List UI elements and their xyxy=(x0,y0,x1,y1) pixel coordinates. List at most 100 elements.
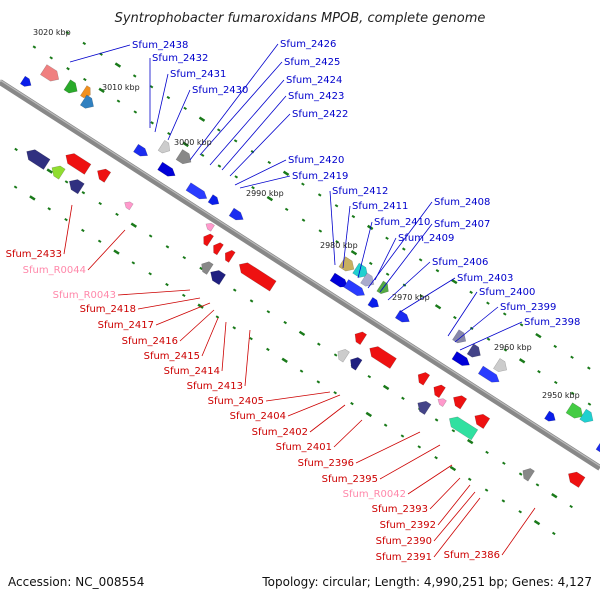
label-leader xyxy=(287,394,341,417)
gene-arrow xyxy=(157,139,171,154)
gene-shape xyxy=(452,329,467,344)
ruler-tick xyxy=(81,228,85,233)
label-leader xyxy=(407,464,453,495)
ruler-tick xyxy=(518,358,526,364)
ruler-tick xyxy=(486,301,490,305)
label-leader xyxy=(179,309,215,342)
gene-arrow xyxy=(213,242,224,256)
ruler-tick xyxy=(535,332,542,339)
gene-arrow xyxy=(40,64,60,82)
gene-arrow xyxy=(452,329,467,344)
ruler-tick xyxy=(98,201,102,206)
gene-shape xyxy=(354,331,368,345)
gene-arrow xyxy=(449,416,479,441)
ruler-tick xyxy=(200,153,205,157)
map-title: Syntrophobacter fumaroxidans MPOB, compl… xyxy=(115,11,486,26)
gene-arrow xyxy=(97,168,112,183)
gene-arrow xyxy=(451,351,470,366)
ruler-tick xyxy=(64,217,68,222)
ruler-tick xyxy=(149,85,154,89)
gene-label: Sfum_2425 xyxy=(284,57,340,68)
ruler-tick xyxy=(165,282,169,287)
gene-label: Sfum_2398 xyxy=(524,317,580,328)
ruler-tick xyxy=(434,304,442,310)
gene-arrow xyxy=(69,179,85,195)
gene-shape xyxy=(595,441,600,454)
ruler-tick xyxy=(333,353,338,357)
ruler-tick xyxy=(350,401,354,406)
ruler-tick xyxy=(518,510,522,514)
ruler-tick xyxy=(132,74,137,78)
gene-arrow xyxy=(493,358,508,373)
gene-shape xyxy=(474,413,491,429)
gene-label: Sfum_2417 xyxy=(98,320,154,331)
ruler-tick xyxy=(83,77,87,82)
ruler-tick xyxy=(434,418,439,422)
gene-shape xyxy=(417,400,432,415)
ruler-tick xyxy=(64,180,69,184)
label-leader xyxy=(221,321,227,372)
gene-shape xyxy=(205,222,215,232)
gene-arrow xyxy=(225,249,236,263)
gene-label: Sfum_2422 xyxy=(292,109,348,120)
gene-label: Sfum_2407 xyxy=(434,219,490,230)
gene-shape xyxy=(394,309,410,323)
gene-arrow xyxy=(376,280,389,295)
gene-arrow xyxy=(203,233,214,247)
gene-arrow xyxy=(350,357,363,371)
ruler-tick xyxy=(281,357,288,363)
ruler-tick xyxy=(519,323,524,327)
ruler-tick xyxy=(553,380,558,385)
gene-shape xyxy=(157,161,176,177)
ruler-tick xyxy=(46,168,53,174)
gene-arrow xyxy=(474,413,491,429)
label-leader xyxy=(379,444,441,480)
gene-label: Sfum_2390 xyxy=(376,536,432,547)
gene-arrow xyxy=(210,270,226,286)
gene-shape xyxy=(565,402,584,419)
ruler-tick xyxy=(535,483,540,487)
gene-label: Sfum_2386 xyxy=(444,550,500,561)
label-leader xyxy=(433,497,481,558)
ruler-tick xyxy=(334,204,339,208)
gene-label: Sfum_2410 xyxy=(374,217,430,228)
ruler-tick xyxy=(402,247,406,251)
ruler-tick xyxy=(570,355,574,359)
gene-label: Sfum_2402 xyxy=(252,427,308,438)
label-leader xyxy=(117,289,191,296)
gene-shape xyxy=(449,416,479,441)
ruler-tick xyxy=(283,320,288,325)
ruler-tick xyxy=(418,258,423,262)
kbp-marker: 2990 kbp xyxy=(246,189,284,198)
gene-label: Sfum_2424 xyxy=(286,75,342,86)
ruler-tick xyxy=(417,445,422,449)
ruler-tick xyxy=(284,207,289,212)
gene-shape xyxy=(185,182,208,200)
label-leader xyxy=(429,477,461,510)
gene-label: Sfum_2419 xyxy=(292,171,348,182)
gene-label: Sfum_2409 xyxy=(398,233,454,244)
label-leader xyxy=(209,79,285,166)
gene-label: Sfum_2401 xyxy=(276,442,332,453)
gene-shape xyxy=(26,149,51,170)
ruler-tick xyxy=(484,488,489,492)
kbp-marker: 3000 kbp xyxy=(174,138,212,147)
ruler-tick xyxy=(115,212,119,216)
gene-arrow xyxy=(239,262,277,292)
gene-label: Sfum_2423 xyxy=(288,91,344,102)
gene-arrow xyxy=(337,349,350,363)
gene-shape xyxy=(175,149,192,165)
ruler-tick xyxy=(116,99,121,103)
gene-shape xyxy=(453,395,468,410)
ruler-tick xyxy=(299,369,304,373)
ruler-tick xyxy=(316,380,321,384)
gene-shape xyxy=(350,357,363,371)
gene-arrow xyxy=(26,149,51,170)
gene-label: Sfum_2400 xyxy=(479,287,535,298)
kbp-marker: 2950 kbp xyxy=(542,391,580,400)
gene-label: Sfum_2426 xyxy=(280,39,336,50)
gene-arrow xyxy=(367,297,380,308)
ruler-tick xyxy=(366,224,374,231)
gene-shape xyxy=(367,297,380,308)
label-leader xyxy=(459,321,523,351)
